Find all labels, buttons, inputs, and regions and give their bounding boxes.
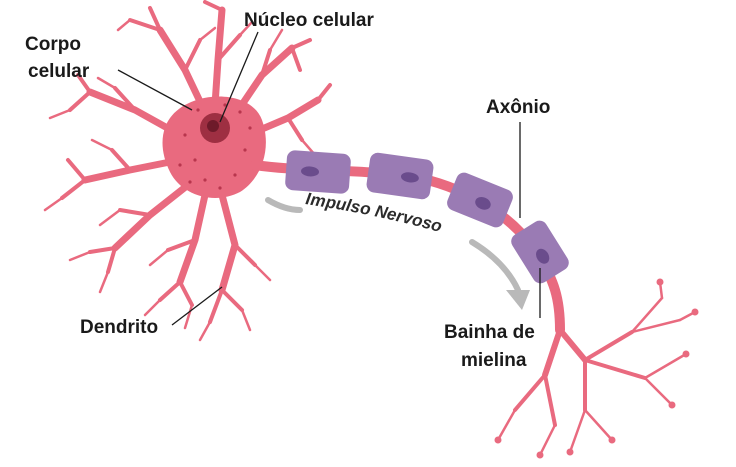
dendrites xyxy=(43,0,332,342)
corpo-celular-label-line2: celular xyxy=(28,61,90,82)
axon-terminals xyxy=(496,280,697,457)
bainha-label-line2: mielina xyxy=(461,350,527,371)
corpo-celular-label: Corpo xyxy=(25,34,81,55)
bainha-label: Bainha de xyxy=(444,322,535,343)
cell-body xyxy=(162,96,266,198)
leader-lines xyxy=(117,31,541,326)
cell-body-granules xyxy=(178,103,252,190)
terminal-buttons xyxy=(494,278,699,459)
dendrito-label: Dendrito xyxy=(80,317,158,338)
nucleo-celular-label: Núcleo celular xyxy=(244,10,374,31)
impulse-arrow xyxy=(265,197,521,293)
nucleolus xyxy=(207,120,219,132)
axonio-label: Axônio xyxy=(486,97,550,118)
impulse-arrowhead xyxy=(506,290,530,310)
myelin-sheath xyxy=(285,150,569,284)
